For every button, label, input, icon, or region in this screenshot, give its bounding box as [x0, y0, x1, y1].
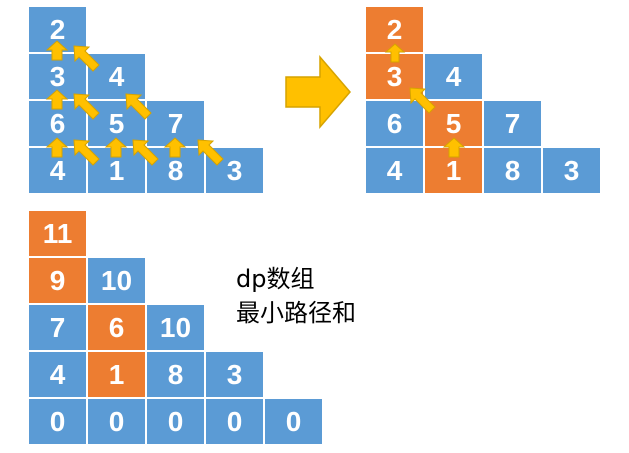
grid-cell: 3: [206, 148, 265, 195]
grid-cell: 1: [88, 148, 147, 195]
grid-cell: 6: [366, 101, 425, 148]
grid-cell: 4: [366, 148, 425, 195]
grid-cell: 4: [29, 148, 88, 195]
grid-cell: 6: [29, 101, 88, 148]
grid-cell: 8: [147, 352, 206, 399]
grid-cell: 0: [147, 399, 206, 446]
grid-cell: 6: [88, 305, 147, 352]
grid-cell: 3: [206, 352, 265, 399]
grid-cell: 4: [29, 352, 88, 399]
grid-cell: 10: [88, 258, 147, 305]
dp-caption: dp数组 最小路径和: [236, 262, 356, 330]
grid-cell: 4: [425, 54, 484, 101]
grid-cell: 9: [29, 258, 88, 305]
grid-cell: 0: [29, 399, 88, 446]
grid-cell: 7: [29, 305, 88, 352]
grid-cell: 2: [366, 7, 425, 54]
grid-cell: 7: [147, 101, 206, 148]
grid-cell: 8: [484, 148, 543, 195]
dp-caption-line-2: 最小路径和: [236, 299, 356, 327]
grid-cell: 3: [29, 54, 88, 101]
grid-cell: 0: [88, 399, 147, 446]
grid-cell: 5: [88, 101, 147, 148]
grid-cell: 8: [147, 148, 206, 195]
dp-caption-line-1: dp数组: [236, 265, 315, 293]
grid-cell: 0: [265, 399, 324, 446]
grid-cell: 3: [366, 54, 425, 101]
grid-cell: 7: [484, 101, 543, 148]
grid-cell: 2: [29, 7, 88, 54]
grid-cell: 11: [29, 211, 88, 258]
grid-cell: 0: [206, 399, 265, 446]
grid-cell: 10: [147, 305, 206, 352]
grid-cell: 5: [425, 101, 484, 148]
grid-cell: 1: [88, 352, 147, 399]
transition-arrow-icon: [285, 54, 351, 130]
grid-cell: 1: [425, 148, 484, 195]
grid-cell: 3: [543, 148, 602, 195]
grid-cell: 4: [88, 54, 147, 101]
